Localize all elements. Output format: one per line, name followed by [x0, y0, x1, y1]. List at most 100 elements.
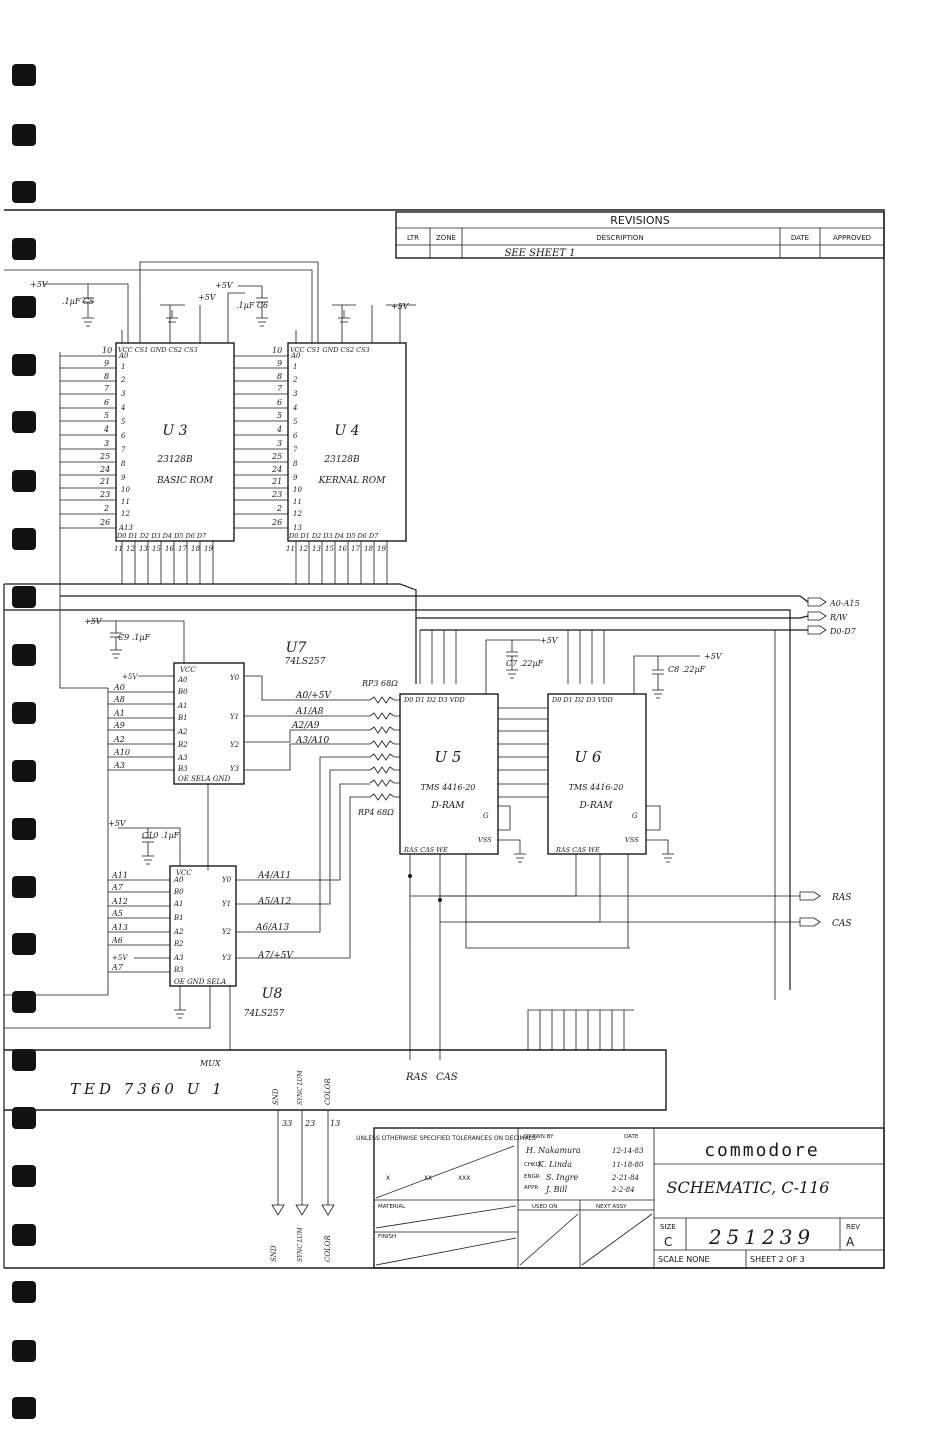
tb-tol-xx: XX	[424, 1175, 432, 1182]
tb-tolerance: UNLESS OTHERWISE SPECIFIED TOLERANCES ON…	[356, 1135, 536, 1142]
svg-text:9: 9	[277, 359, 282, 368]
svg-text:12: 12	[126, 545, 135, 553]
chip-u3: U 3 23128B BASIC ROM VCC CS1 GND CS2 CS3…	[59, 261, 319, 600]
bus-lines: A0-A15 R/W D0-D7	[3, 583, 860, 1268]
svg-text:8: 8	[104, 372, 109, 381]
svg-text:7: 7	[277, 384, 283, 393]
chip-u8: U8 74LS257 VCC A0 B0 A1 B1 A2 B2 A3 B3 Y…	[4, 756, 370, 1050]
svg-text:7: 7	[104, 384, 110, 393]
c8-vcc: +5V	[704, 652, 723, 661]
u7-pin-a2: A2	[177, 728, 188, 736]
u7-bottom-pins: OE SELA GND	[178, 775, 231, 783]
svg-text:3: 3	[121, 390, 126, 398]
u8-bottom-pins: OE GND SELA	[174, 978, 226, 986]
tb-company-logo: commodore	[704, 1140, 820, 1161]
tb-name-engr: S. Ingre	[546, 1173, 579, 1182]
cap-c6: +5V +5V .1µF C6 +5V	[198, 281, 410, 327]
u7-in-a3: A3	[113, 761, 125, 770]
u6-g: G	[632, 812, 638, 820]
svg-text:6: 6	[277, 398, 282, 407]
u7-pin-b1: B1	[177, 714, 188, 722]
svg-text:11: 11	[293, 498, 302, 506]
u7-part: 74LS257	[285, 657, 326, 667]
u6-part: TMS 4416-20	[569, 783, 624, 792]
tb-sheet: SHEET 2 OF 3	[750, 1255, 805, 1264]
c5-vcc: +5V	[30, 280, 49, 289]
svg-text:8: 8	[293, 460, 298, 468]
rp4-label: RP4 68Ω	[357, 808, 394, 817]
u6-bottom-pins: RAS CAS WE	[555, 846, 600, 854]
svg-text:7: 7	[121, 446, 126, 454]
u6-ref: U 6	[575, 748, 602, 766]
bus-output-data: D0-D7	[829, 627, 857, 636]
binder-holes	[12, 64, 36, 1419]
resistor-pack-rp4: RP4 68Ω	[357, 753, 400, 817]
u6-name: D-RAM	[579, 801, 614, 811]
net-a2-a9: A2/A9	[291, 721, 320, 731]
vcc-label-u3: +5V	[198, 293, 217, 302]
svg-text:19: 19	[204, 545, 213, 553]
tb-rev-label: REV	[846, 1223, 860, 1231]
u3-name: BASIC ROM	[156, 476, 214, 486]
u8-pin-b2: B2	[173, 940, 184, 948]
u8-pin-y2: Y2	[222, 928, 232, 936]
svg-text:6: 6	[293, 432, 298, 440]
strobe-ras: RAS	[831, 893, 851, 903]
u1-cas-pin: CAS	[436, 1072, 458, 1083]
tb-date-drawn: 12-14-83	[612, 1147, 644, 1155]
tb-name-appr: J. Bill	[544, 1185, 568, 1194]
svg-text:4: 4	[103, 425, 109, 434]
svg-text:2: 2	[276, 504, 282, 513]
u7-in-a1: A1	[113, 709, 125, 718]
u5-part: TMS 4416-20	[421, 783, 476, 792]
svg-text:18: 18	[191, 545, 200, 553]
rev-col-description: DESCRIPTION	[596, 234, 643, 242]
u8-part: 74LS257	[244, 1009, 285, 1019]
u4-top-pins: VCC CS1 GND CS2 CS3	[290, 346, 370, 354]
svg-text:11: 11	[114, 545, 123, 553]
svg-text:3: 3	[293, 390, 298, 398]
ted-out-color: COLOR	[324, 1078, 332, 1105]
u8-pin-y0: Y0	[222, 876, 232, 884]
u7-pin-b2: B2	[177, 741, 188, 749]
u7-pin-a0: A0	[177, 676, 188, 684]
tb-date-chkd: 11-18-80	[612, 1161, 644, 1169]
u5-name: D-RAM	[431, 801, 466, 811]
svg-text:24: 24	[271, 465, 282, 474]
u1-ref: TED 7360 U 1	[70, 1080, 226, 1098]
svg-text:16: 16	[165, 545, 174, 553]
chip-u6: U 6 TMS 4416-20 D-RAM D0 D1 D2 D3 VDD RA…	[410, 655, 852, 948]
u3-ref: U 3	[162, 423, 187, 439]
svg-text:26: 26	[99, 518, 110, 527]
c7-vcc: +5V	[540, 636, 559, 645]
c9-vcc: +5V	[84, 617, 103, 626]
net-a0-5v: A0/+5V	[295, 691, 333, 701]
svg-text:17: 17	[351, 545, 360, 553]
u8-pin-y3: Y3	[222, 954, 232, 962]
u8-vcc: +5V	[112, 954, 128, 962]
svg-text:11: 11	[121, 498, 130, 506]
u4-part: 23128B	[323, 455, 360, 465]
u8-in-a7: A7	[111, 883, 124, 892]
svg-text:12: 12	[293, 510, 302, 518]
revisions-block: REVISIONS LTR ZONE DESCRIPTION DATE APPR…	[395, 211, 885, 259]
svg-text:23: 23	[99, 490, 110, 499]
svg-text:13: 13	[139, 545, 148, 553]
u3-top-pins: VCC CS1 GND CS2 CS3	[118, 346, 198, 354]
svg-text:5: 5	[104, 411, 109, 420]
svg-text:17: 17	[178, 545, 187, 553]
svg-text:1: 1	[293, 363, 297, 371]
svg-text:16: 16	[338, 545, 347, 553]
net-a4-a11: A4/A11	[257, 871, 291, 881]
rev-row-description: SEE SHEET 1	[504, 248, 575, 259]
svg-text:12: 12	[121, 510, 130, 518]
u7-pin-a1: A1	[177, 702, 188, 710]
u7-net-labels: A0/+5V A1/A8 A2/A9 A3/A10	[291, 691, 333, 746]
label-snd: SND	[270, 1245, 278, 1262]
u7-pin-b3: B3	[177, 765, 188, 773]
tb-drawing-number: 251239	[708, 1225, 815, 1249]
label-sync-lum: SYNC LUM	[297, 1226, 304, 1262]
u7-in-a10: A10	[113, 748, 130, 757]
u7-pin-y0: Y0	[230, 674, 240, 682]
